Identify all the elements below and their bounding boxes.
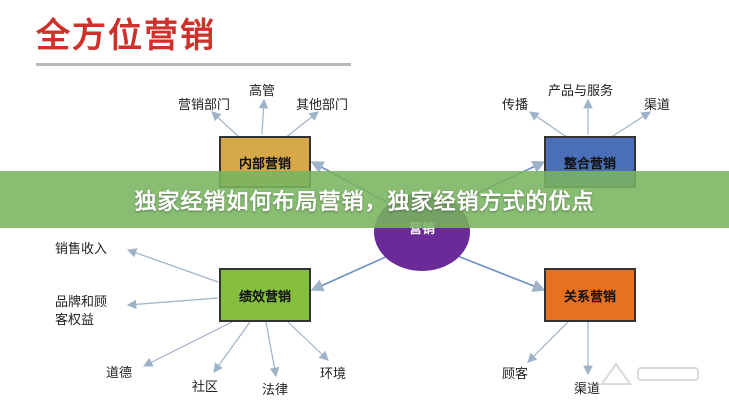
arrow-performance-to-sales (126, 248, 219, 283)
label-customers: 顾客 (502, 367, 529, 382)
label-law: 法律 (262, 383, 289, 398)
diagram-title: 全方位营销 (36, 16, 216, 56)
arrow-internal-to-marketing-dept (211, 111, 241, 139)
arrow-integrated-to-channel (609, 111, 652, 139)
headline-banner: 独家经销如何布局营销，独家经销方式的优点 (0, 171, 729, 228)
arrow-performance-to-ethics (142, 321, 233, 367)
label-environment: 环境 (320, 367, 347, 382)
arrow-internal-to-other-depts (284, 111, 319, 139)
arrow-performance-to-environment (287, 321, 329, 361)
label-ethics: 道德 (106, 366, 133, 381)
label-products-services: 产品与服务 (548, 84, 614, 99)
arrow-relationship-to-customers (527, 321, 569, 363)
box-relationship-marketing: 关系营销 (544, 268, 636, 322)
title-underline (36, 63, 351, 66)
box-internal-marketing-label: 内部营销 (238, 156, 291, 172)
arrow-center-to-performance (310, 244, 403, 292)
headline-banner-text: 独家经销如何布局营销，独家经销方式的优点 (134, 189, 595, 215)
arrow-performance-to-law (265, 321, 280, 378)
label-marketing-dept: 营销部门 (178, 98, 231, 113)
watermark-logo (600, 362, 699, 385)
arrow-center-to-relationship (442, 244, 546, 292)
label-community: 社区 (192, 380, 219, 395)
arrow-internal-to-senior-mgmt (258, 98, 269, 135)
label-other-depts: 其他部门 (296, 98, 349, 113)
box-performance-marketing-label: 绩效营销 (238, 289, 291, 305)
box-integrated-marketing-label: 整合营销 (563, 156, 616, 172)
label-sales-revenue: 销售收入 (55, 242, 108, 257)
arrow-performance-to-brand (126, 297, 219, 310)
arrow-performance-to-community (213, 321, 251, 373)
box-performance-marketing: 绩效营销 (219, 268, 311, 322)
box-relationship-marketing-label: 关系营销 (563, 289, 616, 305)
label-brand-customer-equity: 品牌和顾 客权益 (55, 295, 108, 328)
arrow-integrated-to-communication (529, 111, 569, 139)
label-channel-bottom: 渠道 (574, 382, 601, 397)
label-channel-top: 渠道 (644, 98, 671, 113)
label-senior-mgmt: 高管 (249, 84, 276, 99)
label-communication: 传播 (502, 98, 529, 113)
